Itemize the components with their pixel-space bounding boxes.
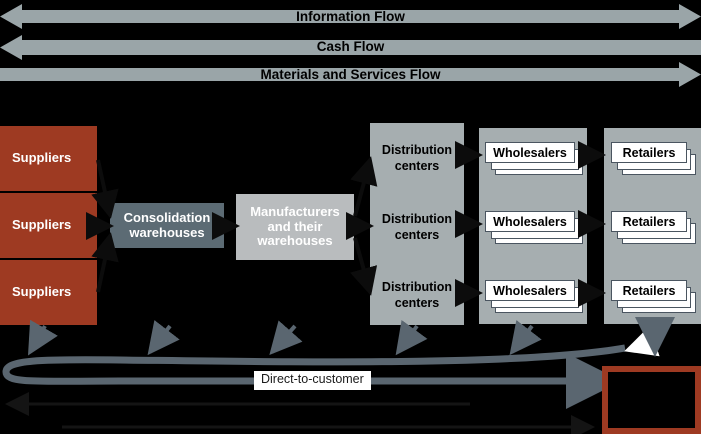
wholesaler-card-1[interactable]: Wholesalers <box>485 142 575 163</box>
return-arrow-wholesalers <box>509 320 542 356</box>
return-arrow-manufacturers <box>269 320 303 355</box>
manufacturers-label-line3: warehouses <box>257 233 333 249</box>
distribution-centers-panel: Distribution centers Distribution center… <box>370 123 464 325</box>
materials-flow-label: Materials and Services Flow <box>260 67 441 82</box>
information-flow-label: Information Flow <box>296 9 405 24</box>
retailer-stack-1[interactable]: Retailers <box>604 142 701 182</box>
distribution-center-label-1: Distribution centers <box>370 142 464 175</box>
customers-box[interactable] <box>602 366 701 434</box>
retailers-panel: Retailers Retailers Retailers <box>604 128 701 324</box>
supplier-box-3[interactable]: Suppliers <box>0 259 97 326</box>
dc1-line2: centers <box>394 159 440 174</box>
cash-flow-label: Cash Flow <box>316 39 385 54</box>
consolidation-label-line1: Consolidation <box>123 209 211 225</box>
retailer-card-2[interactable]: Retailers <box>611 211 687 232</box>
connector-manufacturers-dc3 <box>350 237 378 296</box>
consolidation-label-line2: warehouses <box>129 224 205 240</box>
manufacturers-box[interactable]: Manufacturers and their warehouses <box>236 194 354 260</box>
return-arrow-distribution <box>395 319 428 356</box>
return-arrow-suppliers <box>28 319 58 356</box>
manufacturers-label-line1: Manufacturers <box>250 203 340 219</box>
retailer-stack-3[interactable]: Retailers <box>604 280 701 320</box>
retailer-card-3[interactable]: Retailers <box>611 280 687 301</box>
connector-supplier3-consolidation <box>91 232 119 293</box>
consolidation-warehouses-box[interactable]: Consolidation warehouses <box>110 203 224 248</box>
distribution-center-label-2: Distribution centers <box>370 211 464 244</box>
direct-to-customer-label: Direct-to-customer <box>254 371 371 390</box>
wholesalers-panel: Wholesalers Wholesalers Wholesalers <box>479 128 587 324</box>
manufacturers-label-line2: and their <box>267 218 323 234</box>
wholesaler-stack-2[interactable]: Wholesalers <box>479 211 587 251</box>
wholesaler-stack-1[interactable]: Wholesalers <box>479 142 587 182</box>
wholesaler-stack-3[interactable]: Wholesalers <box>479 280 587 320</box>
connector-supplier1-consolidation <box>91 159 119 219</box>
return-arrow-consolidation <box>147 320 180 356</box>
retailer-card-1[interactable]: Retailers <box>611 142 687 163</box>
distribution-center-label-3: Distribution centers <box>370 279 464 312</box>
dc2-line1: Distribution <box>381 212 453 226</box>
wholesaler-card-3[interactable]: Wholesalers <box>485 280 575 301</box>
dc1-line1: Distribution <box>381 143 453 157</box>
wholesaler-card-2[interactable]: Wholesalers <box>485 211 575 232</box>
dc3-line2: centers <box>394 296 440 311</box>
dc2-line2: centers <box>394 228 440 243</box>
supplier-box-2[interactable]: Suppliers <box>0 192 97 259</box>
retailer-stack-2[interactable]: Retailers <box>604 211 701 251</box>
connector-manufacturers-dc1 <box>350 156 378 217</box>
dc3-line1: Distribution <box>381 280 453 294</box>
supplier-box-1[interactable]: Suppliers <box>0 125 97 192</box>
retailers-to-return-arrow <box>624 325 660 357</box>
